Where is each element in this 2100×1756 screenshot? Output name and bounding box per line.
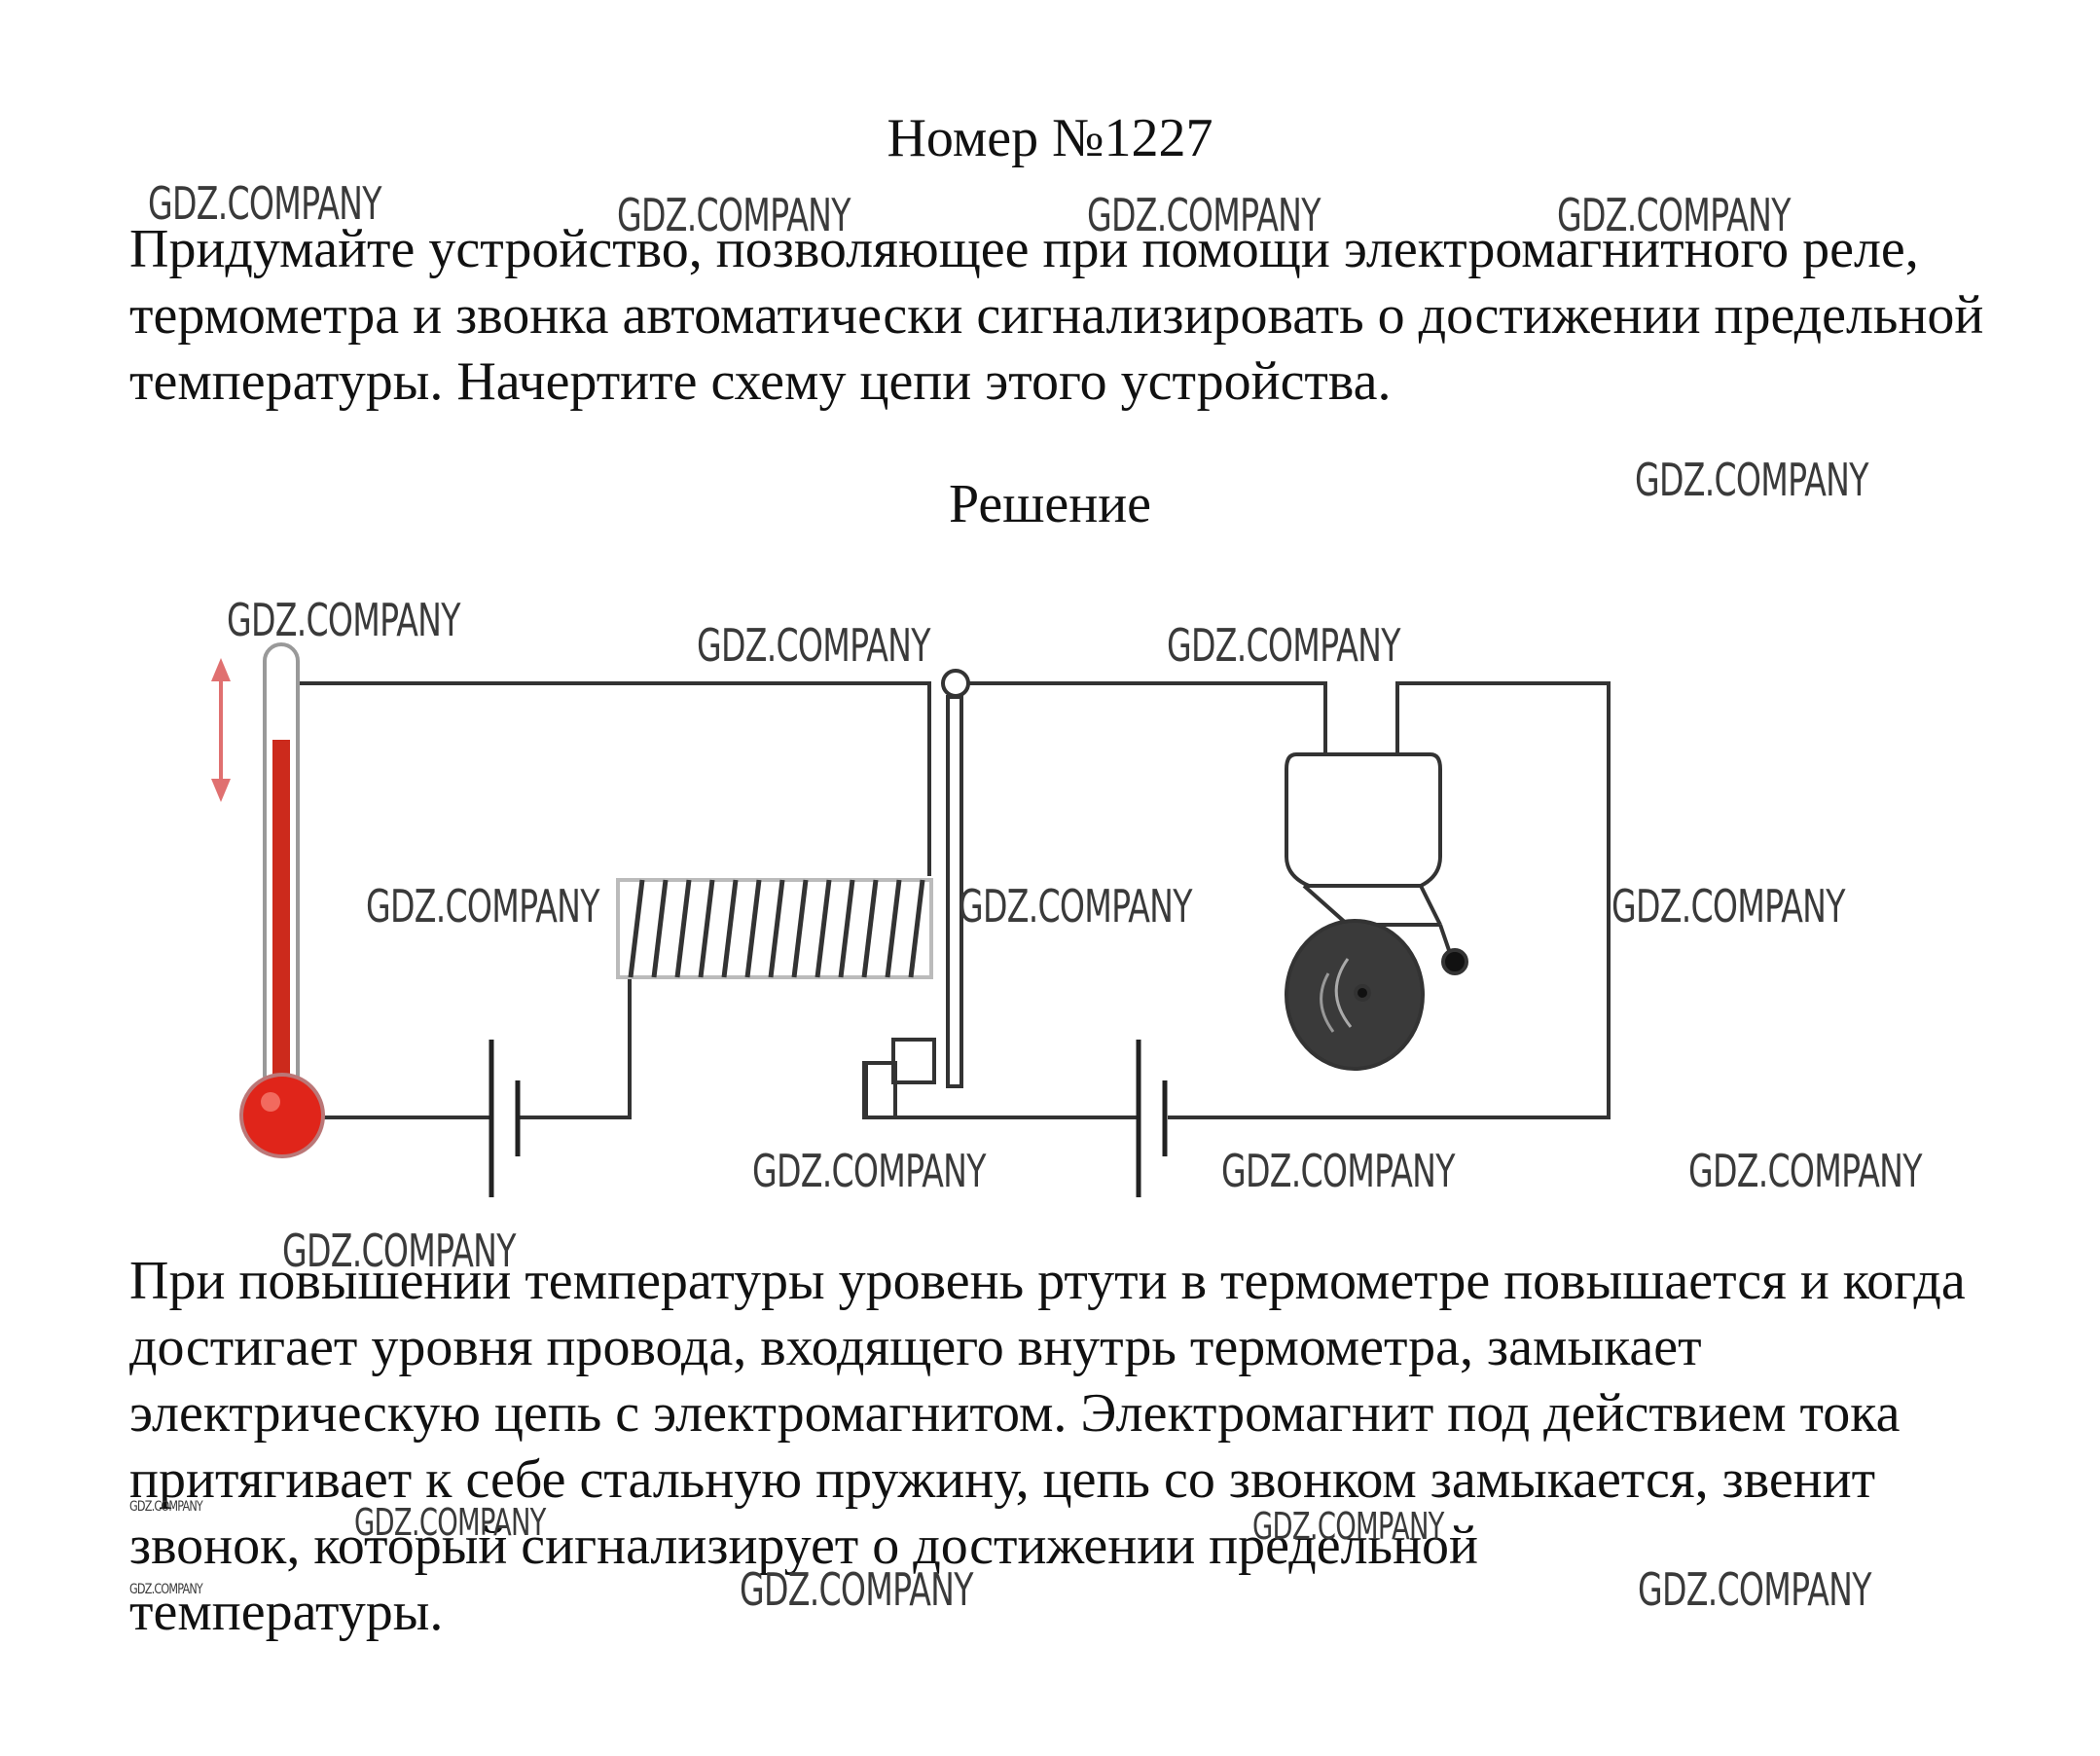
watermark: GDZ.COMPANY — [697, 619, 930, 672]
wire-bell-right — [1168, 681, 1611, 1119]
coil-windings — [628, 879, 925, 978]
steel-spring — [941, 669, 970, 1088]
watermark: GDZ.COMPANY — [354, 1501, 546, 1544]
watermark: GDZ.COMPANY — [752, 1145, 986, 1197]
battery-2 — [1136, 1040, 1168, 1197]
watermark: GDZ.COMPANY — [1087, 189, 1321, 241]
wires — [292, 681, 1611, 1119]
watermark: GDZ.COMPANY — [282, 1225, 516, 1277]
electric-bell — [1285, 752, 1468, 1071]
watermark: GDZ.COMPANY — [366, 880, 599, 933]
page-title: Номер №1227 — [887, 108, 1213, 168]
wire-relay-bell — [965, 681, 1327, 754]
watermark: GDZ.COMPANY — [959, 880, 1192, 933]
task-text: Придумайте устройство, позволяющее при п… — [129, 219, 1984, 412]
watermark: GDZ.COMPANY — [1252, 1505, 1444, 1548]
watermark: GDZ.COMPANY — [129, 1499, 203, 1515]
watermark: GDZ.COMPANY — [148, 177, 381, 230]
temperature-arrow-icon — [211, 658, 231, 802]
watermark: GDZ.COMPANY — [1221, 1145, 1455, 1197]
watermark: GDZ.COMPANY — [227, 594, 460, 646]
watermark: GDZ.COMPANY — [1167, 619, 1400, 672]
watermark: GDZ.COMPANY — [617, 189, 851, 241]
watermark: GDZ.COMPANY — [1557, 189, 1791, 241]
battery-1 — [489, 1040, 521, 1197]
solution-title: Решение — [948, 474, 1152, 534]
watermark: GDZ.COMPANY — [129, 1582, 203, 1597]
thermometer — [239, 642, 325, 1158]
wire-thermo-top — [292, 681, 931, 876]
electromagnet-coil — [616, 878, 933, 979]
solution-text-end: температуры. — [129, 1582, 444, 1642]
relay-contact — [862, 1038, 936, 1119]
watermark: GDZ.COMPANY — [1635, 454, 1868, 506]
watermark: GDZ.COMPANY — [740, 1563, 973, 1616]
watermark: GDZ.COMPANY — [1611, 880, 1845, 933]
solution-text: При повышении температуры уровень ртути … — [129, 1251, 1966, 1576]
watermark: GDZ.COMPANY — [1638, 1563, 1871, 1616]
wire-battery1-coil — [518, 973, 632, 1119]
watermark: GDZ.COMPANY — [1688, 1145, 1922, 1197]
